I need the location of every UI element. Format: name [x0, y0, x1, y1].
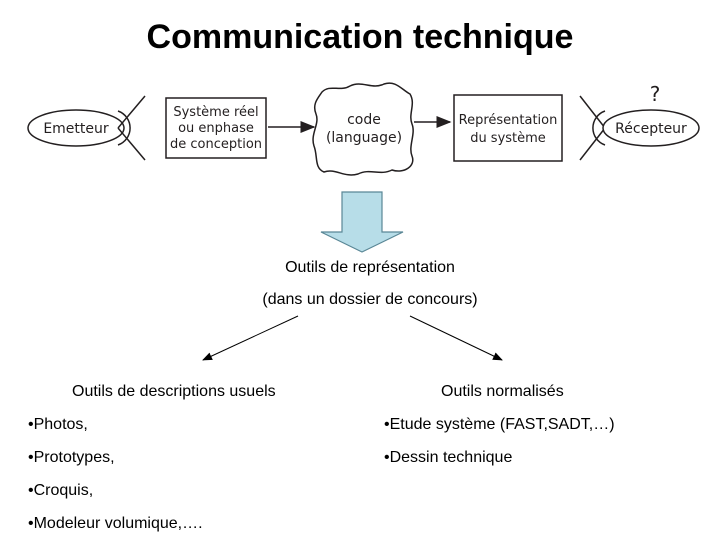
recepteur-label: Récepteur: [615, 121, 687, 137]
question-mark: ?: [650, 82, 661, 106]
left-item-photos: •Photos,: [28, 416, 88, 433]
right-item-etude: •Etude système (FAST,SADT,…): [384, 416, 615, 433]
systeme-label-line2: ou enphase: [178, 121, 254, 136]
outils-line2: (dans un dossier de concours): [262, 291, 478, 308]
systeme-label-line1: Système réel: [173, 105, 258, 120]
representation-label-line2: du système: [470, 131, 546, 146]
left-item-croquis: •Croquis,: [28, 482, 94, 499]
emetteur-label: Emetteur: [43, 121, 109, 137]
systeme-box: Système réel ou enphase de conception: [165, 97, 267, 159]
outils-line1: Outils de représentation: [285, 259, 455, 276]
code-cloud: code (language): [312, 82, 414, 176]
representation-label-line1: Représentation: [459, 113, 558, 128]
code-label-line2: (language): [326, 130, 402, 146]
page-title: Communication technique: [146, 18, 574, 56]
code-label-line1: code: [347, 112, 381, 128]
down-arrow-icon: [320, 191, 404, 253]
representation-box: Représentation du système: [453, 94, 563, 162]
right-column-heading: Outils normalisés: [441, 383, 564, 400]
arrow-to-right-column: [409, 315, 503, 361]
right-item-dessin: •Dessin technique: [384, 449, 513, 466]
systeme-label-line3: de conception: [170, 137, 262, 152]
emetteur-node: Emetteur: [27, 95, 146, 161]
arrow-to-left-column: [202, 315, 299, 361]
recepteur-node: Récepteur ?: [579, 82, 700, 161]
left-column-heading: Outils de descriptions usuels: [72, 383, 276, 400]
left-item-prototypes: •Prototypes,: [28, 449, 115, 466]
left-item-modeleur: •Modeleur volumique,….: [28, 515, 203, 532]
